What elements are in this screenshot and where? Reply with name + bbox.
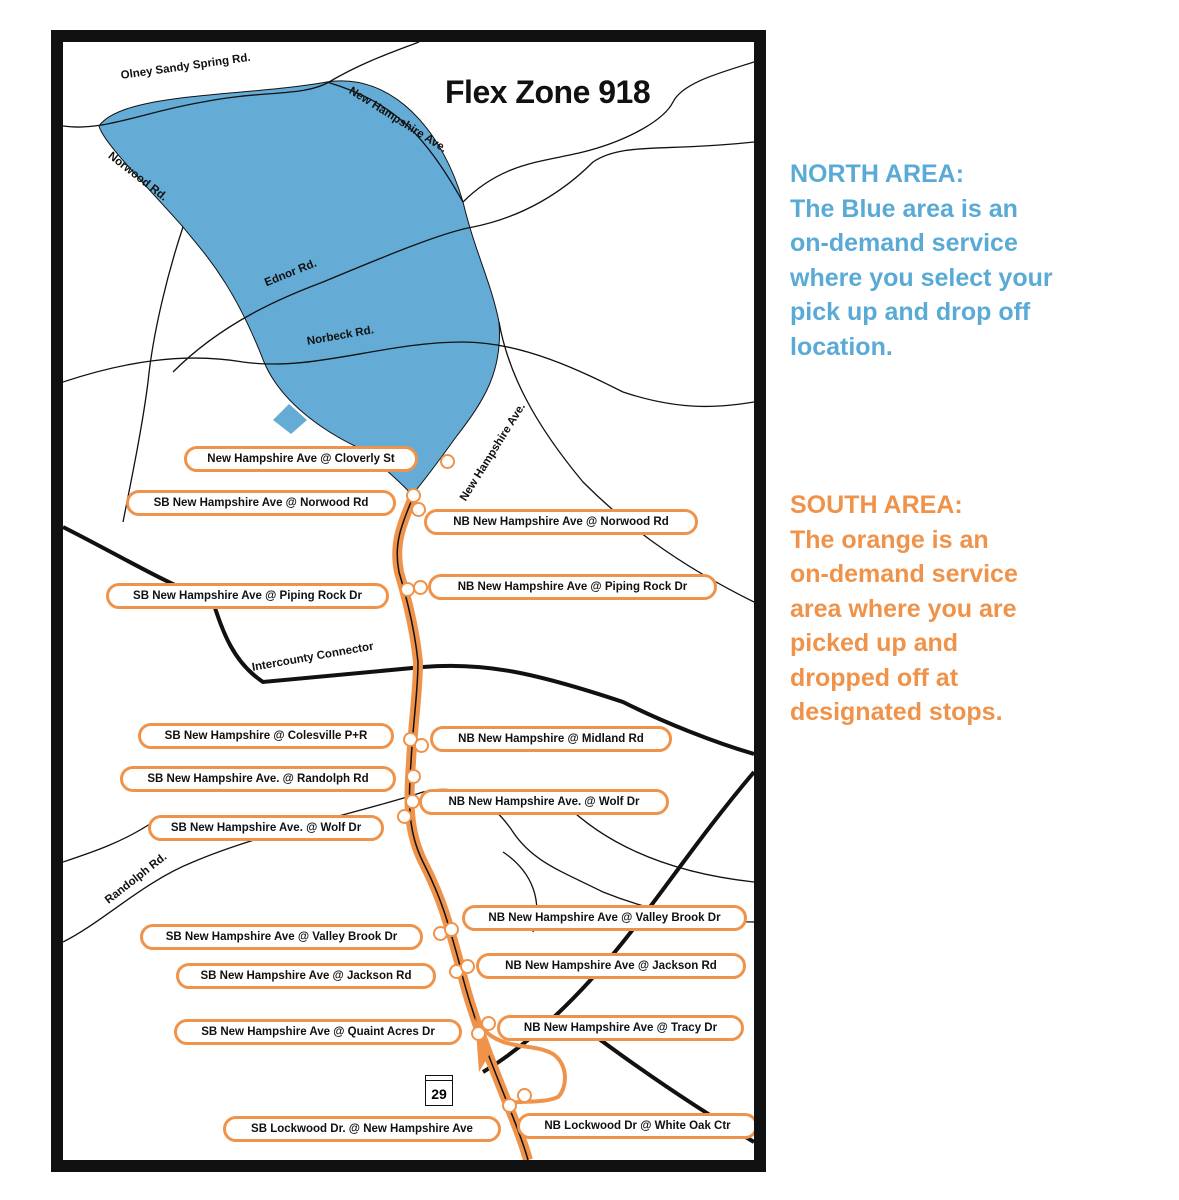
- legend-north: NORTH AREA: The Blue area is an on-deman…: [790, 157, 1170, 364]
- map: Flex Zone 918 Olney Sandy Spring Rd. New…: [51, 30, 766, 1172]
- road-ednor: [172, 141, 754, 373]
- stop-dot[interactable]: [517, 1088, 532, 1103]
- legend-south-heading: SOUTH AREA:: [790, 491, 963, 519]
- legend-north-line: location.: [790, 332, 893, 361]
- stop-dot[interactable]: [444, 922, 459, 937]
- stop-dot[interactable]: [414, 738, 429, 753]
- stop-dot[interactable]: [406, 488, 421, 503]
- legend-south-line: dropped off at: [790, 663, 959, 692]
- stop-label-nb-valley[interactable]: NB New Hampshire Ave @ Valley Brook Dr: [462, 905, 747, 931]
- road-olney: [63, 42, 420, 128]
- north-area-lot: [273, 404, 307, 434]
- stop-dot[interactable]: [413, 580, 428, 595]
- stop-dot[interactable]: [411, 502, 426, 517]
- stop-dot[interactable]: [397, 809, 412, 824]
- stop-label-sb-piping[interactable]: SB New Hampshire Ave @ Piping Rock Dr: [106, 583, 389, 609]
- legend-north-heading: NORTH AREA:: [790, 160, 965, 188]
- north-area: [98, 80, 501, 496]
- stop-label-sb-quaint[interactable]: SB New Hampshire Ave @ Quaint Acres Dr: [174, 1019, 462, 1045]
- stop-label-nb-jackson[interactable]: NB New Hampshire Ave @ Jackson Rd: [476, 953, 746, 979]
- road-icc: [211, 601, 754, 756]
- stop-dot[interactable]: [405, 794, 420, 809]
- legend-north-line: The Blue area is an: [790, 194, 1018, 223]
- stop-label-nb-piping[interactable]: NB New Hampshire Ave @ Piping Rock Dr: [428, 574, 717, 600]
- legend-south-line: The orange is an: [790, 525, 989, 554]
- legend-south-line: picked up and: [790, 629, 959, 657]
- stop-dot[interactable]: [440, 454, 455, 469]
- stop-label-nb-midland[interactable]: NB New Hampshire @ Midland Rd: [430, 726, 672, 752]
- stop-label-sb-valley[interactable]: SB New Hampshire Ave @ Valley Brook Dr: [140, 924, 423, 950]
- legend-south-line: area where you are: [790, 594, 1017, 623]
- stop-label-cloverly[interactable]: New Hampshire Ave @ Cloverly St: [184, 446, 418, 472]
- route-loop: [479, 1025, 567, 1106]
- legend-south-line: on-demand service: [790, 560, 1018, 588]
- stop-label-sb-jackson[interactable]: SB New Hampshire Ave @ Jackson Rd: [176, 963, 436, 989]
- legend-north-line: on-demand service: [790, 229, 1018, 257]
- map-title: Flex Zone 918: [445, 74, 651, 110]
- legend-south: SOUTH AREA: The orange is an on-demand s…: [790, 488, 1170, 730]
- road-nh-east: [562, 801, 754, 883]
- legend-north-line: where you select your: [790, 263, 1053, 292]
- stop-label-nb-wolf[interactable]: NB New Hampshire Ave. @ Wolf Dr: [419, 789, 669, 815]
- stop-label-sb-norwood[interactable]: SB New Hampshire Ave @ Norwood Rd: [126, 490, 396, 516]
- road-olney-east: [326, 81, 464, 203]
- stop-dot[interactable]: [460, 959, 475, 974]
- legend-south-line: designated stops.: [790, 698, 1003, 726]
- legend-north-line: pick up and drop off: [790, 298, 1031, 326]
- route-29-shield: 29: [425, 1075, 453, 1106]
- stop-dot[interactable]: [481, 1016, 496, 1031]
- road-west-2: [63, 821, 154, 863]
- road-top-right: [462, 61, 754, 203]
- stop-dot[interactable]: [502, 1098, 517, 1113]
- stop-label-nb-tracy[interactable]: NB New Hampshire Ave @ Tracy Dr: [497, 1015, 744, 1041]
- stop-dot[interactable]: [471, 1026, 486, 1041]
- road-norwood-west: [122, 226, 184, 523]
- stop-label-sb-lockwood[interactable]: SB Lockwood Dr. @ New Hampshire Ave: [223, 1116, 501, 1142]
- road-nh-north: [498, 321, 754, 603]
- stop-label-sb-colesville[interactable]: SB New Hampshire @ Colesville P+R: [138, 723, 394, 749]
- stop-label-nb-norwood[interactable]: NB New Hampshire Ave @ Norwood Rd: [424, 509, 698, 535]
- stop-label-sb-wolf[interactable]: SB New Hampshire Ave. @ Wolf Dr: [148, 815, 384, 841]
- stop-dot[interactable]: [406, 769, 421, 784]
- stop-label-nb-lockwood[interactable]: NB Lockwood Dr @ White Oak Ctr: [517, 1113, 754, 1139]
- road-norbeck: [63, 341, 754, 408]
- stop-label-sb-randolph[interactable]: SB New Hampshire Ave. @ Randolph Rd: [120, 766, 396, 792]
